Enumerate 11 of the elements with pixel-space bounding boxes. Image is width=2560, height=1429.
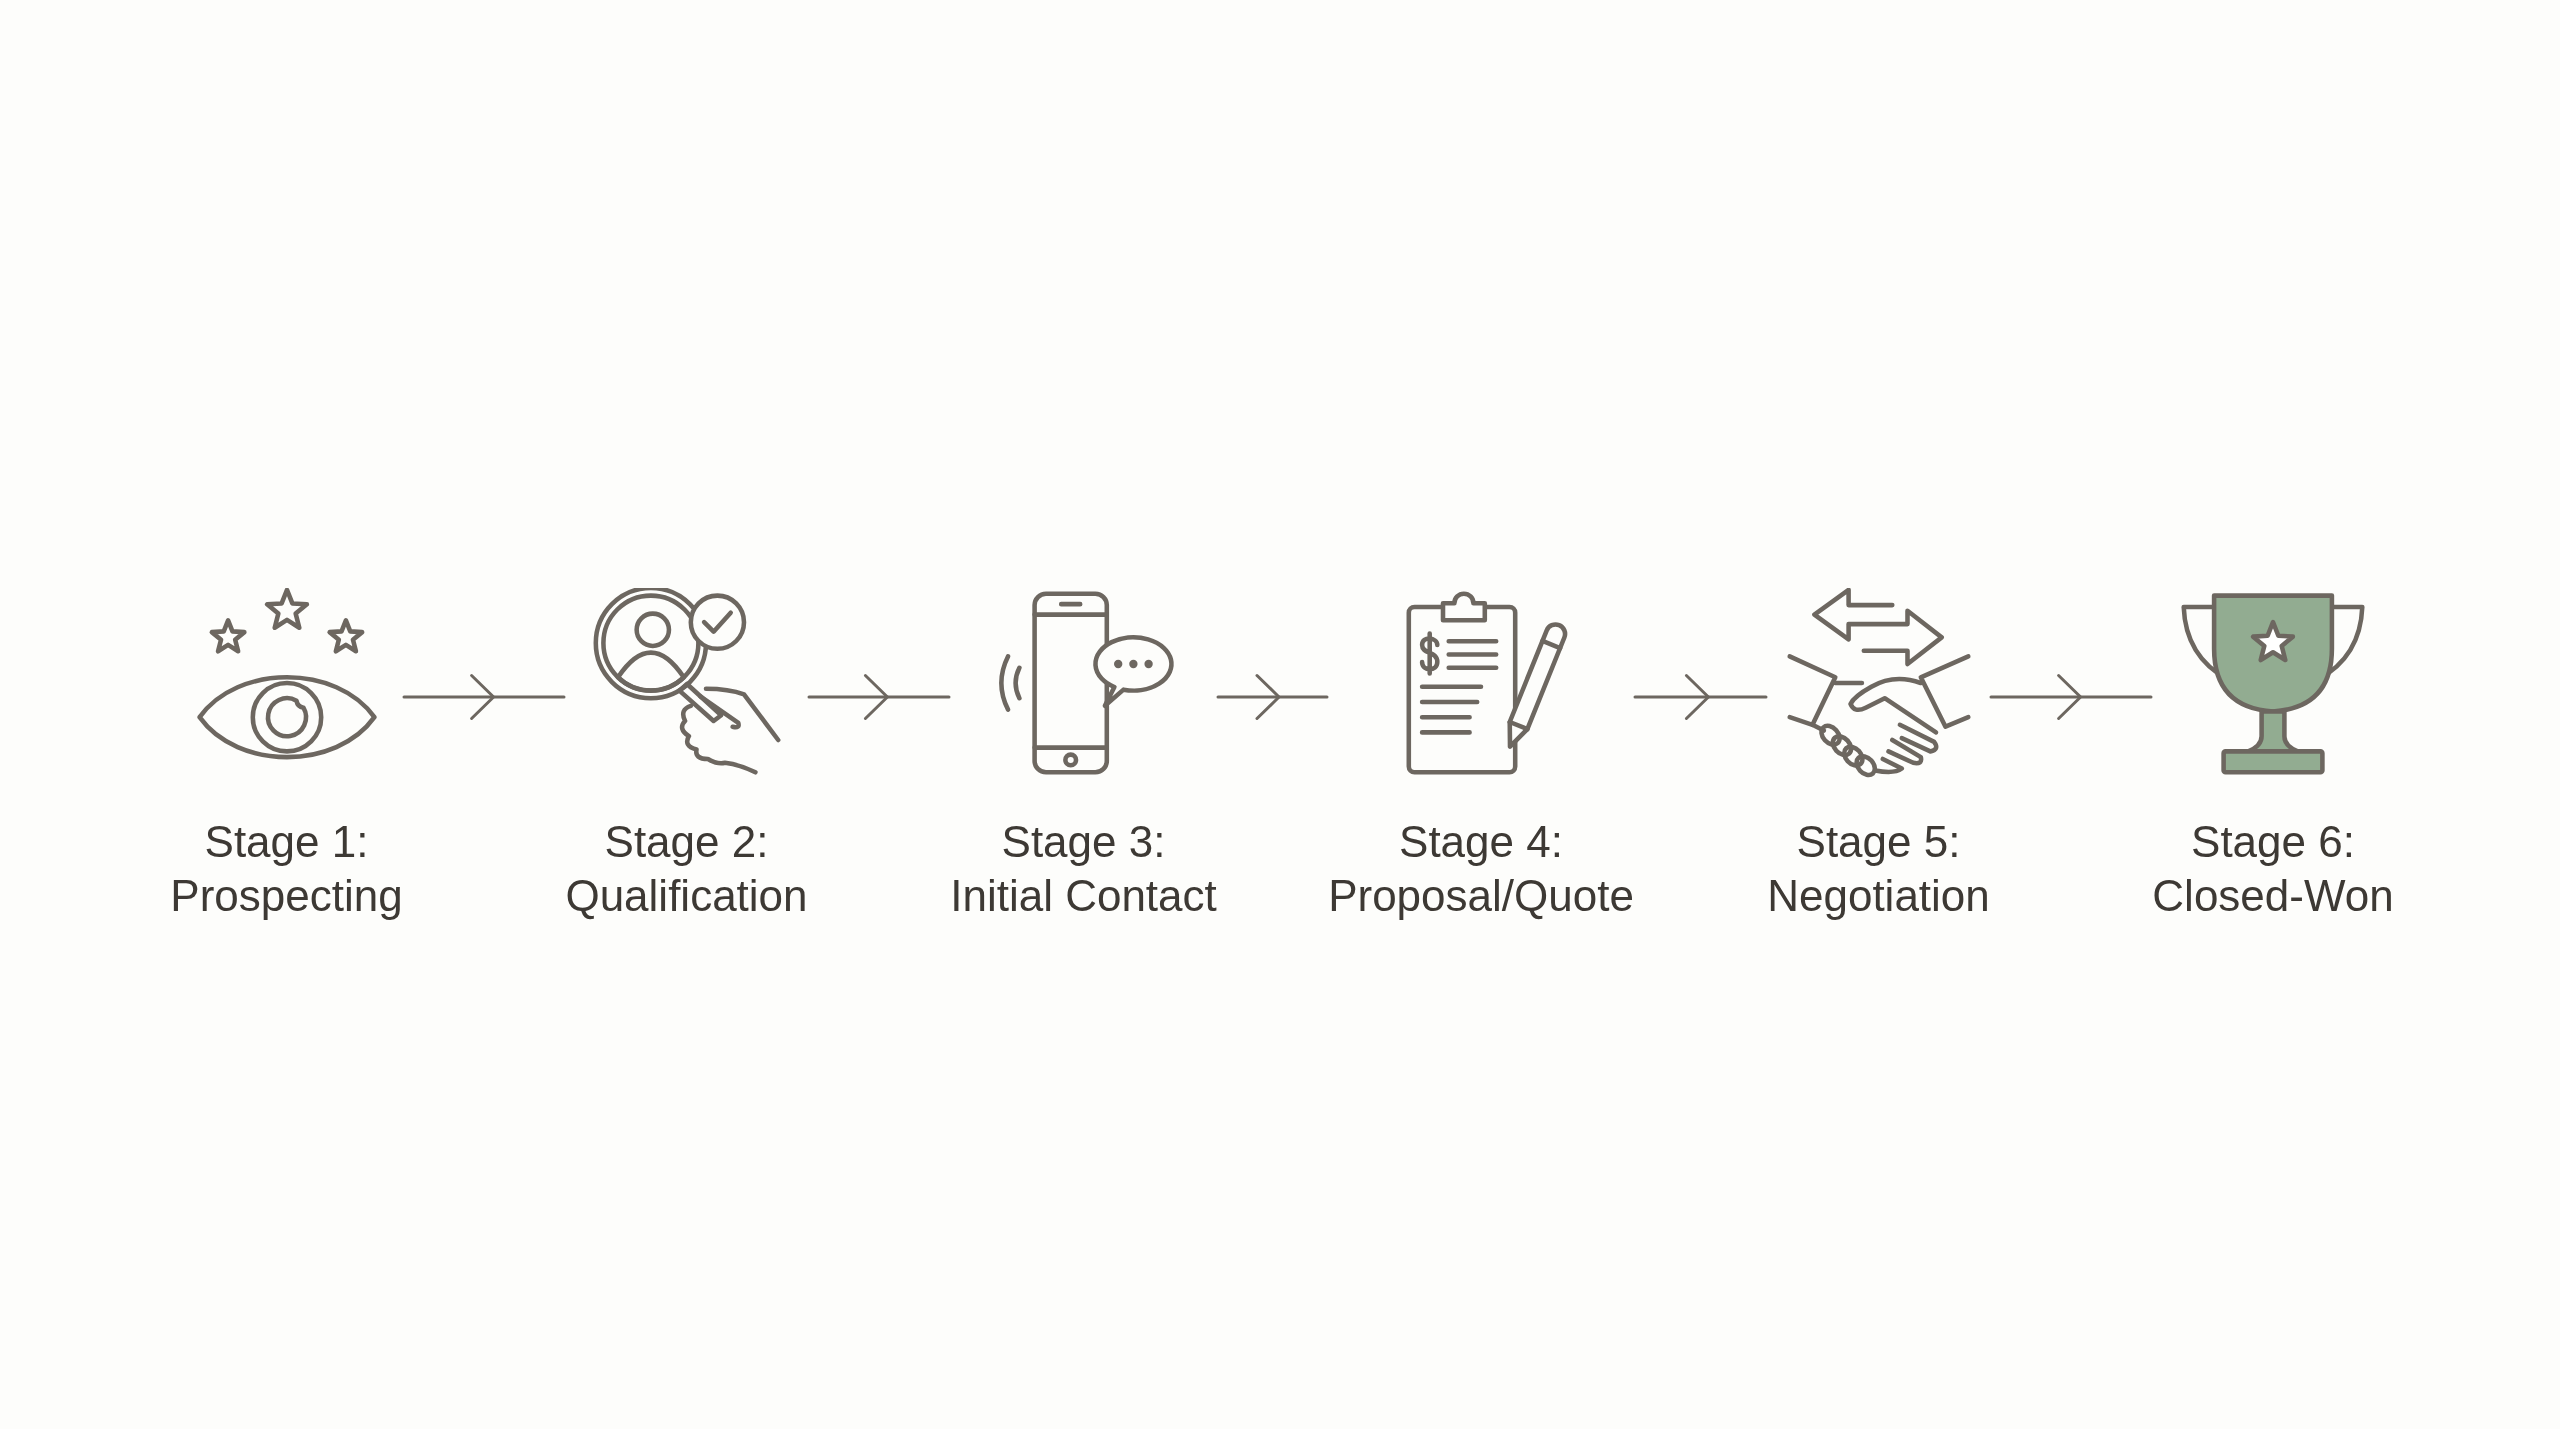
- arrow: [1633, 674, 1768, 720]
- arrow: [807, 674, 951, 720]
- arrow: [402, 674, 566, 720]
- stage-label: Stage 3: Initial Contact: [949, 816, 1218, 922]
- stage-label: Stage 6: Closed-Won: [2151, 816, 2395, 922]
- stage-label: Stage 2: Qualification: [564, 816, 809, 922]
- stage-label: Stage 1: Prospecting: [169, 816, 404, 922]
- arrow: [1216, 674, 1329, 720]
- stage-label: Stage 5: Negotiation: [1766, 816, 1991, 922]
- arrow: [1989, 674, 2153, 720]
- stage-label: Stage 4: Proposal/Quote: [1327, 816, 1635, 922]
